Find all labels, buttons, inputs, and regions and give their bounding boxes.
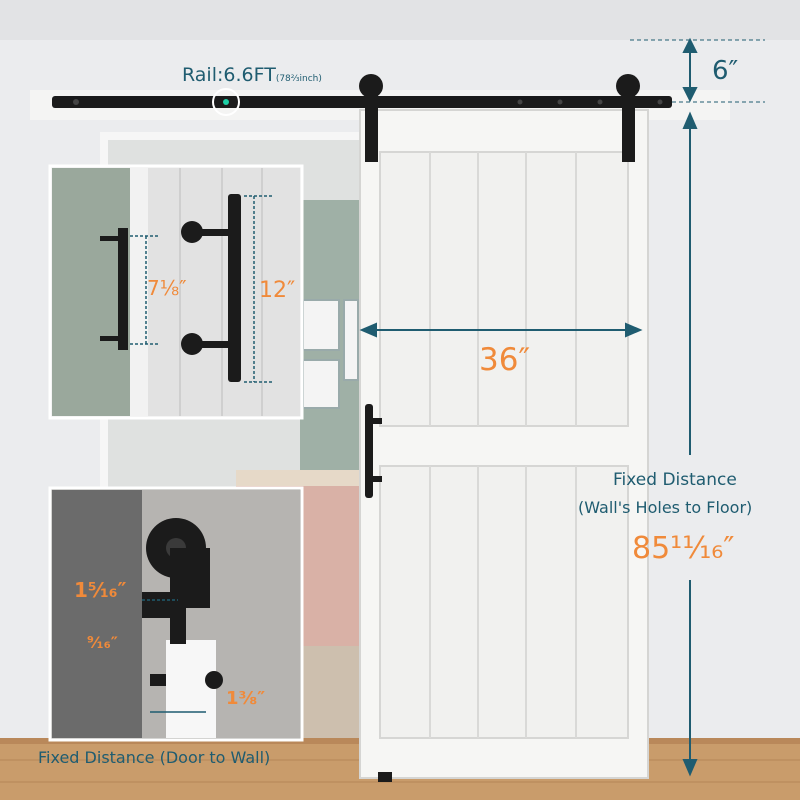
fixed-distance-title: Fixed Distance <box>613 470 737 490</box>
barn-door <box>359 109 649 782</box>
top-clearance-label: 6″ <box>712 56 739 86</box>
hanger-left <box>359 74 383 162</box>
handle-inset <box>48 164 304 420</box>
hanger-inset <box>48 486 304 742</box>
rail-length-value: Rail:6.6FT <box>182 64 276 86</box>
barn-door-rail <box>52 88 672 116</box>
rail-length-label: Rail:6.6FT(78⅔inch) <box>182 66 322 85</box>
door-to-wall-caption: Fixed Distance (Door to Wall) <box>38 748 271 767</box>
fixed-distance-subtitle: (Wall's Holes to Floor) <box>578 498 753 517</box>
fixed-distance-value: 85¹¹⁄₁₆″ <box>632 531 735 566</box>
hanger-right <box>616 74 640 162</box>
door-width-label: 36″ <box>479 342 531 378</box>
handle-length-label: 12″ <box>259 278 296 303</box>
dimension-lines <box>359 37 765 777</box>
handle-mount-spacing-label: 7⅛″ <box>147 276 187 300</box>
hanger-gap-label: ⁹⁄₁₆″ <box>87 633 118 652</box>
hanger-depth-label: 1⅜″ <box>226 688 266 709</box>
hanger-spacer-label: 1⁵⁄₁₆″ <box>74 578 127 602</box>
rail-length-inches: (78⅔inch) <box>275 74 322 84</box>
door-pull-handle <box>365 404 382 498</box>
